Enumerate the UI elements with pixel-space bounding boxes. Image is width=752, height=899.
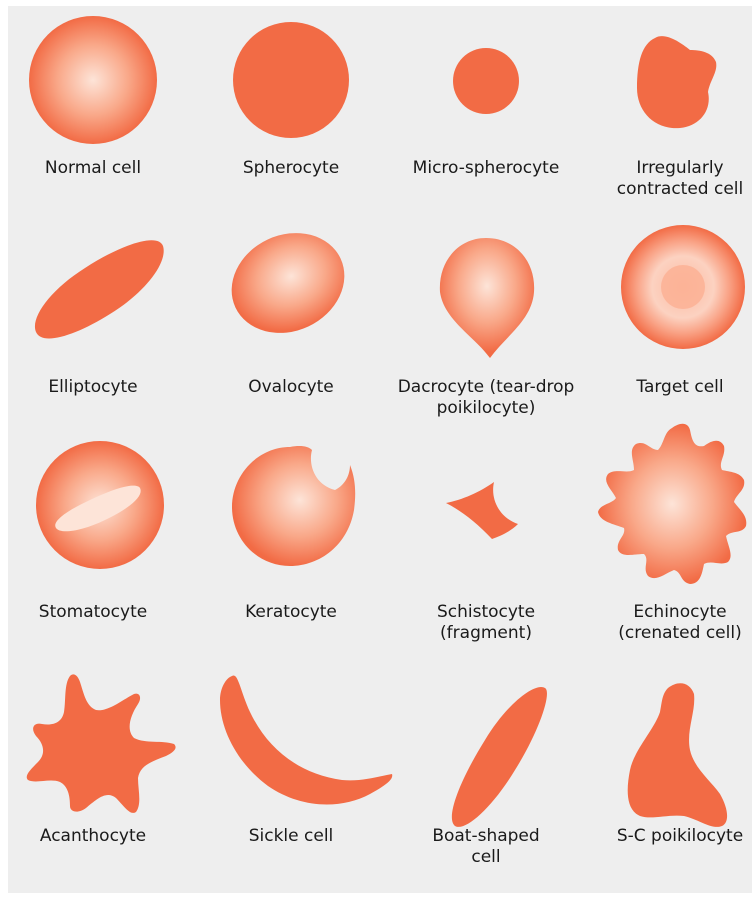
- stomatocyte-label: Stomatocyte: [0, 602, 188, 623]
- spherocyte-label: Spherocyte: [196, 158, 386, 179]
- s-c-poikilocyte-label: S-C poikilocyte: [585, 826, 752, 847]
- spherocyte-shape: [233, 22, 349, 138]
- elliptocyte-shape: [35, 240, 164, 338]
- echinocyte-shape: [598, 424, 746, 584]
- keratocyte-label: Keratocyte: [196, 602, 386, 623]
- elliptocyte-label: Elliptocyte: [0, 377, 188, 398]
- target-cell-center: [661, 265, 705, 309]
- ovalocyte-shape: [215, 215, 361, 351]
- target-cell-label: Target cell: [585, 377, 752, 398]
- normal-cell-label: Normal cell: [0, 158, 188, 179]
- schistocyte-label: Schistocyte(fragment): [391, 602, 581, 644]
- echinocyte-label: Echinocyte(crenated cell): [585, 602, 752, 644]
- keratocyte-shape: [232, 446, 355, 566]
- acanthocyte-shape: [27, 674, 176, 813]
- s-c-poikilocyte-shape: [628, 683, 727, 827]
- acanthocyte-label: Acanthocyte: [0, 826, 188, 847]
- sickle-cell-label: Sickle cell: [196, 826, 386, 847]
- schistocyte-shape: [446, 482, 518, 539]
- ovalocyte-label: Ovalocyte: [196, 377, 386, 398]
- dacrocyte-shape: [440, 238, 534, 358]
- irregularly-contracted-cell-shape: [637, 36, 716, 128]
- normal-cell-shape: [29, 16, 157, 144]
- boat-shaped-cell-shape: [452, 687, 547, 827]
- sickle-cell-shape: [220, 675, 392, 804]
- micro-spherocyte-label: Micro-spherocyte: [391, 158, 581, 179]
- micro-spherocyte-shape: [453, 48, 519, 114]
